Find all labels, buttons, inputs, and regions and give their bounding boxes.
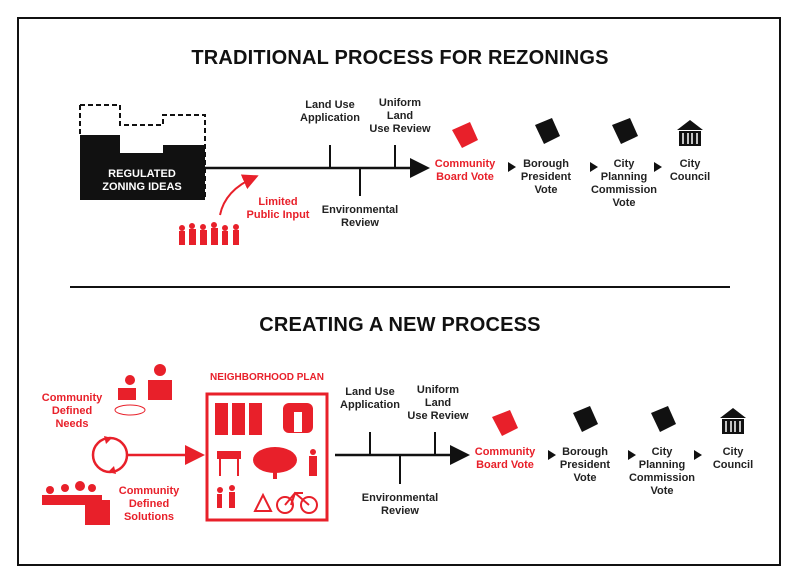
section-title-new: CREATING A NEW PROCESS <box>259 314 541 336</box>
community-needs-people-icon <box>114 364 172 416</box>
person-icon <box>310 449 316 455</box>
building-icon <box>249 403 262 435</box>
city-hall-icon-bottom <box>720 408 746 434</box>
vote-icon-borough <box>535 118 560 144</box>
regulated-zoning-building-icon <box>79 104 206 200</box>
vote-icon-cpc <box>612 118 638 144</box>
vote-icon-community-board <box>452 122 478 148</box>
vote-icon-community-board-bottom <box>492 410 518 436</box>
neighborhood-plan-box <box>205 392 329 522</box>
community-solutions-people-icon <box>42 481 110 525</box>
vote-icon-cpc-bottom <box>651 406 676 432</box>
vote-icon-borough-bottom <box>573 406 598 432</box>
school-desk-icon <box>217 451 241 476</box>
warning-icon <box>253 492 273 512</box>
bicycle-icon <box>276 491 318 514</box>
diagram-frame <box>17 17 781 566</box>
building-icon <box>232 403 245 435</box>
plan-icons <box>215 403 318 514</box>
crowd-icon <box>179 222 239 245</box>
public-input-arrow <box>219 174 259 216</box>
section-title-traditional: TRADITIONAL PROCESS FOR REZONINGS <box>191 47 609 69</box>
neighborhood-plan-title: NEIGHBORHOOD PLAN <box>210 372 324 383</box>
family-icon <box>217 485 235 508</box>
city-hall-icon-top <box>677 120 703 146</box>
tree-icon <box>253 447 297 473</box>
building-icon <box>215 403 228 435</box>
cycle-arrows-icon <box>91 436 129 474</box>
